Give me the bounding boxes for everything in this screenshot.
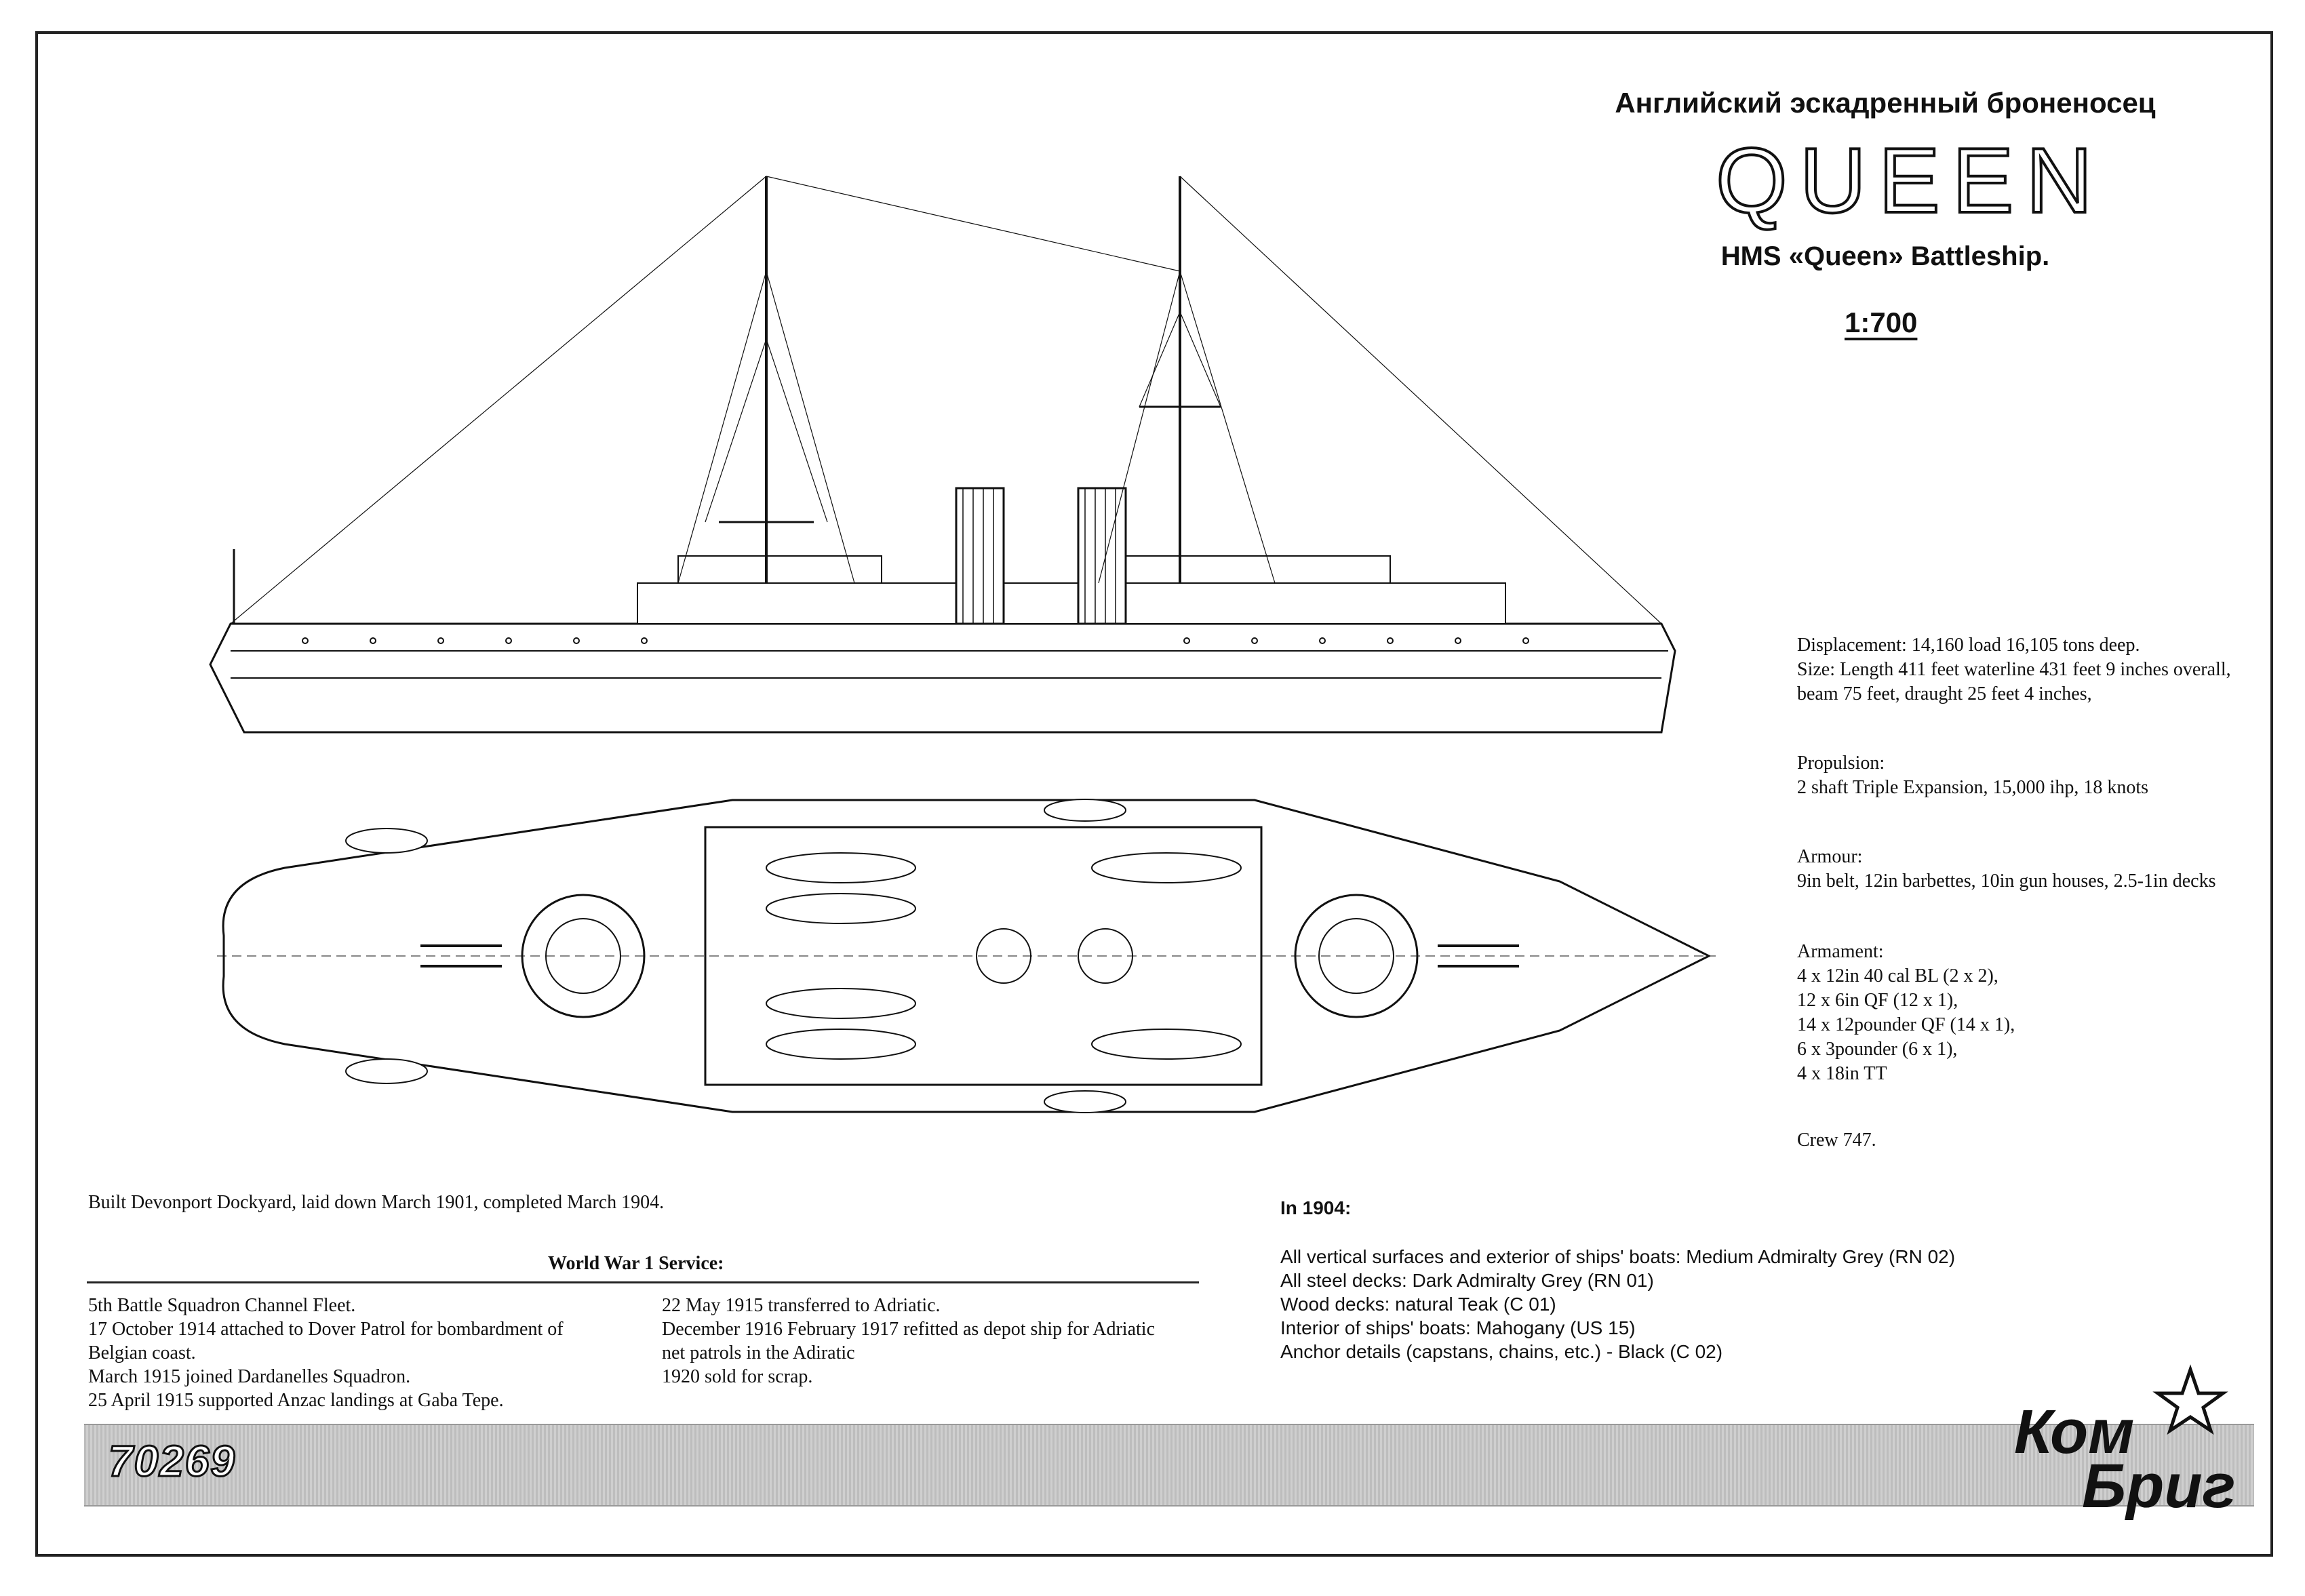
ww1-entry: Belgian coast.	[88, 1342, 196, 1363]
spec-line: 2 shaft Triple Expansion, 15,000 ihp, 18…	[1797, 777, 2149, 798]
footer-band	[84, 1424, 2254, 1507]
ww1-divider	[87, 1281, 1199, 1283]
ww1-entry: 17 October 1914 attached to Dover Patrol…	[88, 1319, 564, 1340]
spec-displacement: Displacement: 14,160 load 16,105 tons de…	[1797, 633, 2285, 706]
spec-armour: Armour: 9in belt, 12in barbettes, 10in g…	[1797, 845, 2285, 894]
ship-side-profile-drawing	[209, 176, 1676, 734]
scale-label: 1:700	[1845, 306, 1918, 338]
ww1-service-title: World War 1 Service:	[548, 1253, 724, 1274]
ww1-entry: 22 May 1915 transferred to Adriatic.	[662, 1295, 941, 1316]
spec-line: Propulsion:	[1797, 753, 1885, 774]
spec-armament: Armament: 4 x 12in 40 cal BL (2 x 2), 12…	[1797, 940, 2285, 1086]
logo-text-bottom: Бриг	[2082, 1452, 2236, 1521]
spec-line: 4 x 12in 40 cal BL (2 x 2),	[1797, 965, 1998, 986]
kombrig-star-icon	[2152, 1364, 2228, 1435]
spec-line: Armament:	[1797, 941, 1884, 962]
spec-line: Displacement: 14,160 load 16,105 tons de…	[1797, 635, 2140, 656]
paint-item: Wood decks: natural Teak (C 01)	[1280, 1294, 1556, 1315]
ww1-entry: March 1915 joined Dardanelles Squadron.	[88, 1366, 411, 1387]
paint-item: All steel decks: Dark Admiralty Grey (RN…	[1280, 1270, 1654, 1291]
logo-text-top: Ком	[2014, 1397, 2135, 1467]
spec-line: Size: Length 411 feet waterline 431 feet…	[1797, 659, 2231, 680]
ww1-right-column: 22 May 1915 transferred to Adriatic. Dec…	[662, 1294, 1155, 1389]
paint-scheme-list: All vertical surfaces and exterior of sh…	[1280, 1245, 1955, 1363]
spec-propulsion: Propulsion: 2 shaft Triple Expansion, 15…	[1797, 751, 2285, 800]
spec-line: 14 x 12pounder QF (14 x 1),	[1797, 1014, 2015, 1035]
paint-item: Interior of ships' boats: Mahogany (US 1…	[1280, 1317, 1636, 1338]
ship-plan-view-drawing	[217, 799, 1716, 1113]
ww1-entry: 5th Battle Squadron Channel Fleet.	[88, 1295, 356, 1316]
ship-name-title: QUEEN	[1714, 127, 2105, 233]
built-line: Built Devonport Dockyard, laid down Marc…	[88, 1192, 665, 1213]
ww1-entry: 1920 sold for scrap.	[662, 1366, 813, 1387]
spec-line: 9in belt, 12in barbettes, 10in gun house…	[1797, 871, 2216, 892]
ww1-left-column: 5th Battle Squadron Channel Fleet. 17 Oc…	[88, 1294, 564, 1412]
spec-line: 6 x 3pounder (6 x 1),	[1797, 1039, 1958, 1060]
ww1-entry: 25 April 1915 supported Anzac landings a…	[88, 1390, 504, 1411]
subtitle-english: HMS «Queen» Battleship.	[1720, 241, 2050, 271]
ww1-entry: December 1916 February 1917 refitted as …	[662, 1319, 1156, 1340]
subtitle-russian: Английский эскадренный броненосец	[1615, 87, 2156, 119]
catalog-number: 70269	[108, 1436, 236, 1487]
paint-item: Anchor details (capstans, chains, etc.) …	[1280, 1341, 1723, 1362]
spec-line: Armour:	[1797, 846, 1863, 867]
spec-line: beam 75 feet, draught 25 feet 4 inches,	[1797, 683, 2092, 704]
page-frame	[35, 31, 2273, 1557]
paint-item: All vertical surfaces and exterior of sh…	[1280, 1246, 1956, 1267]
spec-crew: Crew 747.	[1797, 1130, 1876, 1151]
ww1-entry: net patrols in the Adiratic	[662, 1342, 855, 1363]
paint-scheme-title: In 1904:	[1280, 1197, 1352, 1218]
spec-line: 12 x 6in QF (12 x 1),	[1797, 990, 1958, 1011]
spec-line: 4 x 18in TT	[1797, 1063, 1887, 1084]
